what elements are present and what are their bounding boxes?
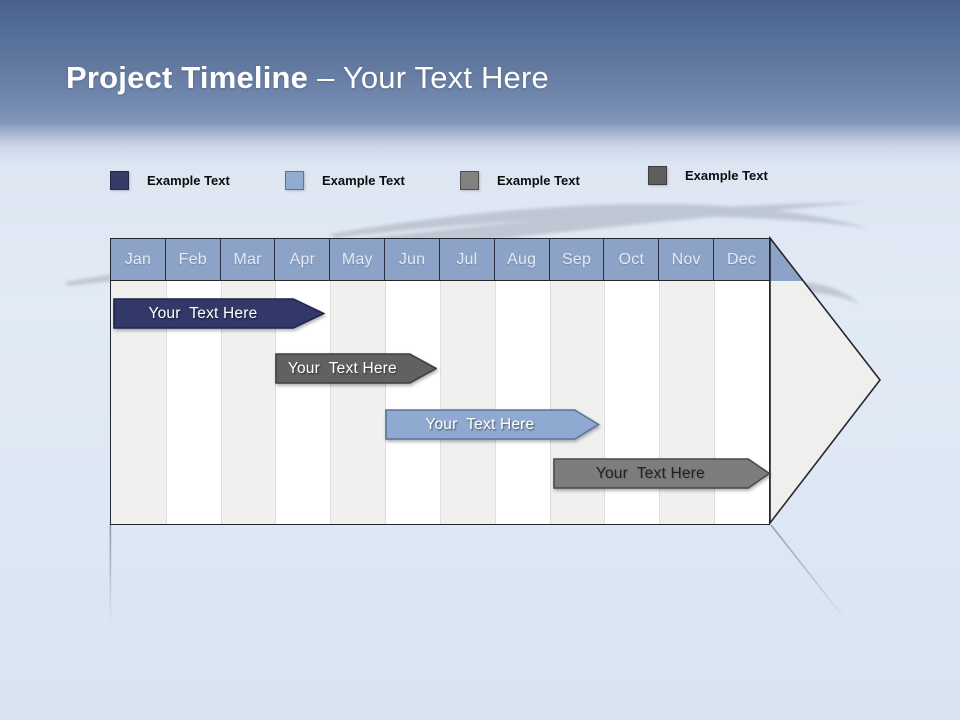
legend-label: Example Text <box>685 168 768 183</box>
bar-arrow-shape <box>275 352 438 384</box>
month-cell-jun[interactable]: Jun <box>385 239 440 280</box>
timeline-bar-4[interactable]: Your Text Here <box>552 457 770 489</box>
month-cell-mar[interactable]: Mar <box>221 239 276 280</box>
month-cell-apr[interactable]: Apr <box>275 239 331 280</box>
legend-item[interactable]: Example Text <box>460 171 580 190</box>
month-cell-jan[interactable]: Jan <box>111 239 166 280</box>
month-cell-jul[interactable]: Jul <box>440 239 495 280</box>
legend-swatch <box>460 171 479 190</box>
month-cell-may[interactable]: May <box>330 239 386 280</box>
table-reflection <box>109 524 849 624</box>
grid-column-jul <box>439 279 495 524</box>
bar-arrow-shape <box>552 457 770 489</box>
timeline-bar-3[interactable]: Your Text Here <box>385 408 600 440</box>
legend-label: Example Text <box>147 173 230 188</box>
legend-label: Example Text <box>497 173 580 188</box>
bar-label: Your Text Here <box>425 415 535 433</box>
month-cell-aug[interactable]: Aug <box>495 239 550 280</box>
timeline-bar-1[interactable]: Your Text Here <box>112 297 325 329</box>
slide-title[interactable]: Project Timeline– Your Text Here <box>66 60 549 96</box>
timeline-arrowhead[interactable] <box>769 236 883 527</box>
month-cell-oct[interactable]: Oct <box>604 239 660 280</box>
legend-swatch <box>648 166 667 185</box>
legend-item[interactable]: Example Text <box>648 166 768 185</box>
grid-column-aug <box>494 279 550 524</box>
slide-title-subtitle: – Your Text Here <box>317 60 549 95</box>
legend-label: Example Text <box>322 173 405 188</box>
timeline-bar-2[interactable]: Your Text Here <box>275 352 438 384</box>
legend-swatch <box>285 171 304 190</box>
legend-item[interactable]: Example Text <box>110 171 230 190</box>
month-cell-sep[interactable]: Sep <box>550 239 605 280</box>
legend-swatch <box>110 171 129 190</box>
bar-label: Your Text Here <box>148 304 258 322</box>
slide-title-emphasis: Project Timeline <box>66 60 309 95</box>
bar-arrow-shape <box>112 297 325 329</box>
bar-arrow-shape <box>385 408 600 440</box>
bar-label: Your Text Here <box>595 464 705 482</box>
month-cell-dec[interactable]: Dec <box>726 250 757 268</box>
month-cell-feb[interactable]: Feb <box>166 239 221 280</box>
month-cell-nov[interactable]: Nov <box>659 239 715 280</box>
grid-column-may <box>330 279 386 524</box>
bar-label: Your Text Here <box>287 359 397 377</box>
legend-item[interactable]: Example Text <box>285 171 405 190</box>
grid-column-jun <box>385 279 440 524</box>
